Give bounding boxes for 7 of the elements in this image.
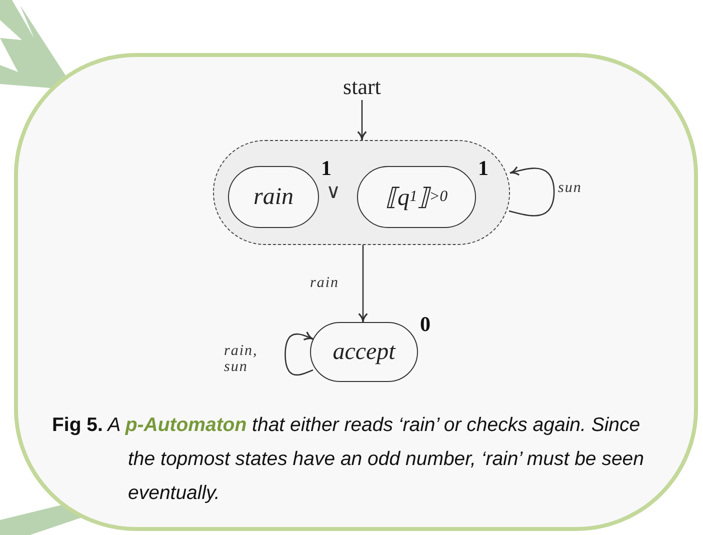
priority-number: 1 <box>321 158 332 179</box>
start-label: start <box>330 74 394 100</box>
state-node: rain <box>228 166 319 228</box>
priority-number: 0 <box>420 314 430 335</box>
priority-number: 1 <box>478 158 488 179</box>
figure-caption: Fig 5. A p-Automaton that either reads ‘rain’ or checks again. Since the topmost states have an odd number, ‘rain’ must be seen eventually. <box>52 413 645 506</box>
or-symbol: ∨ <box>326 179 341 203</box>
